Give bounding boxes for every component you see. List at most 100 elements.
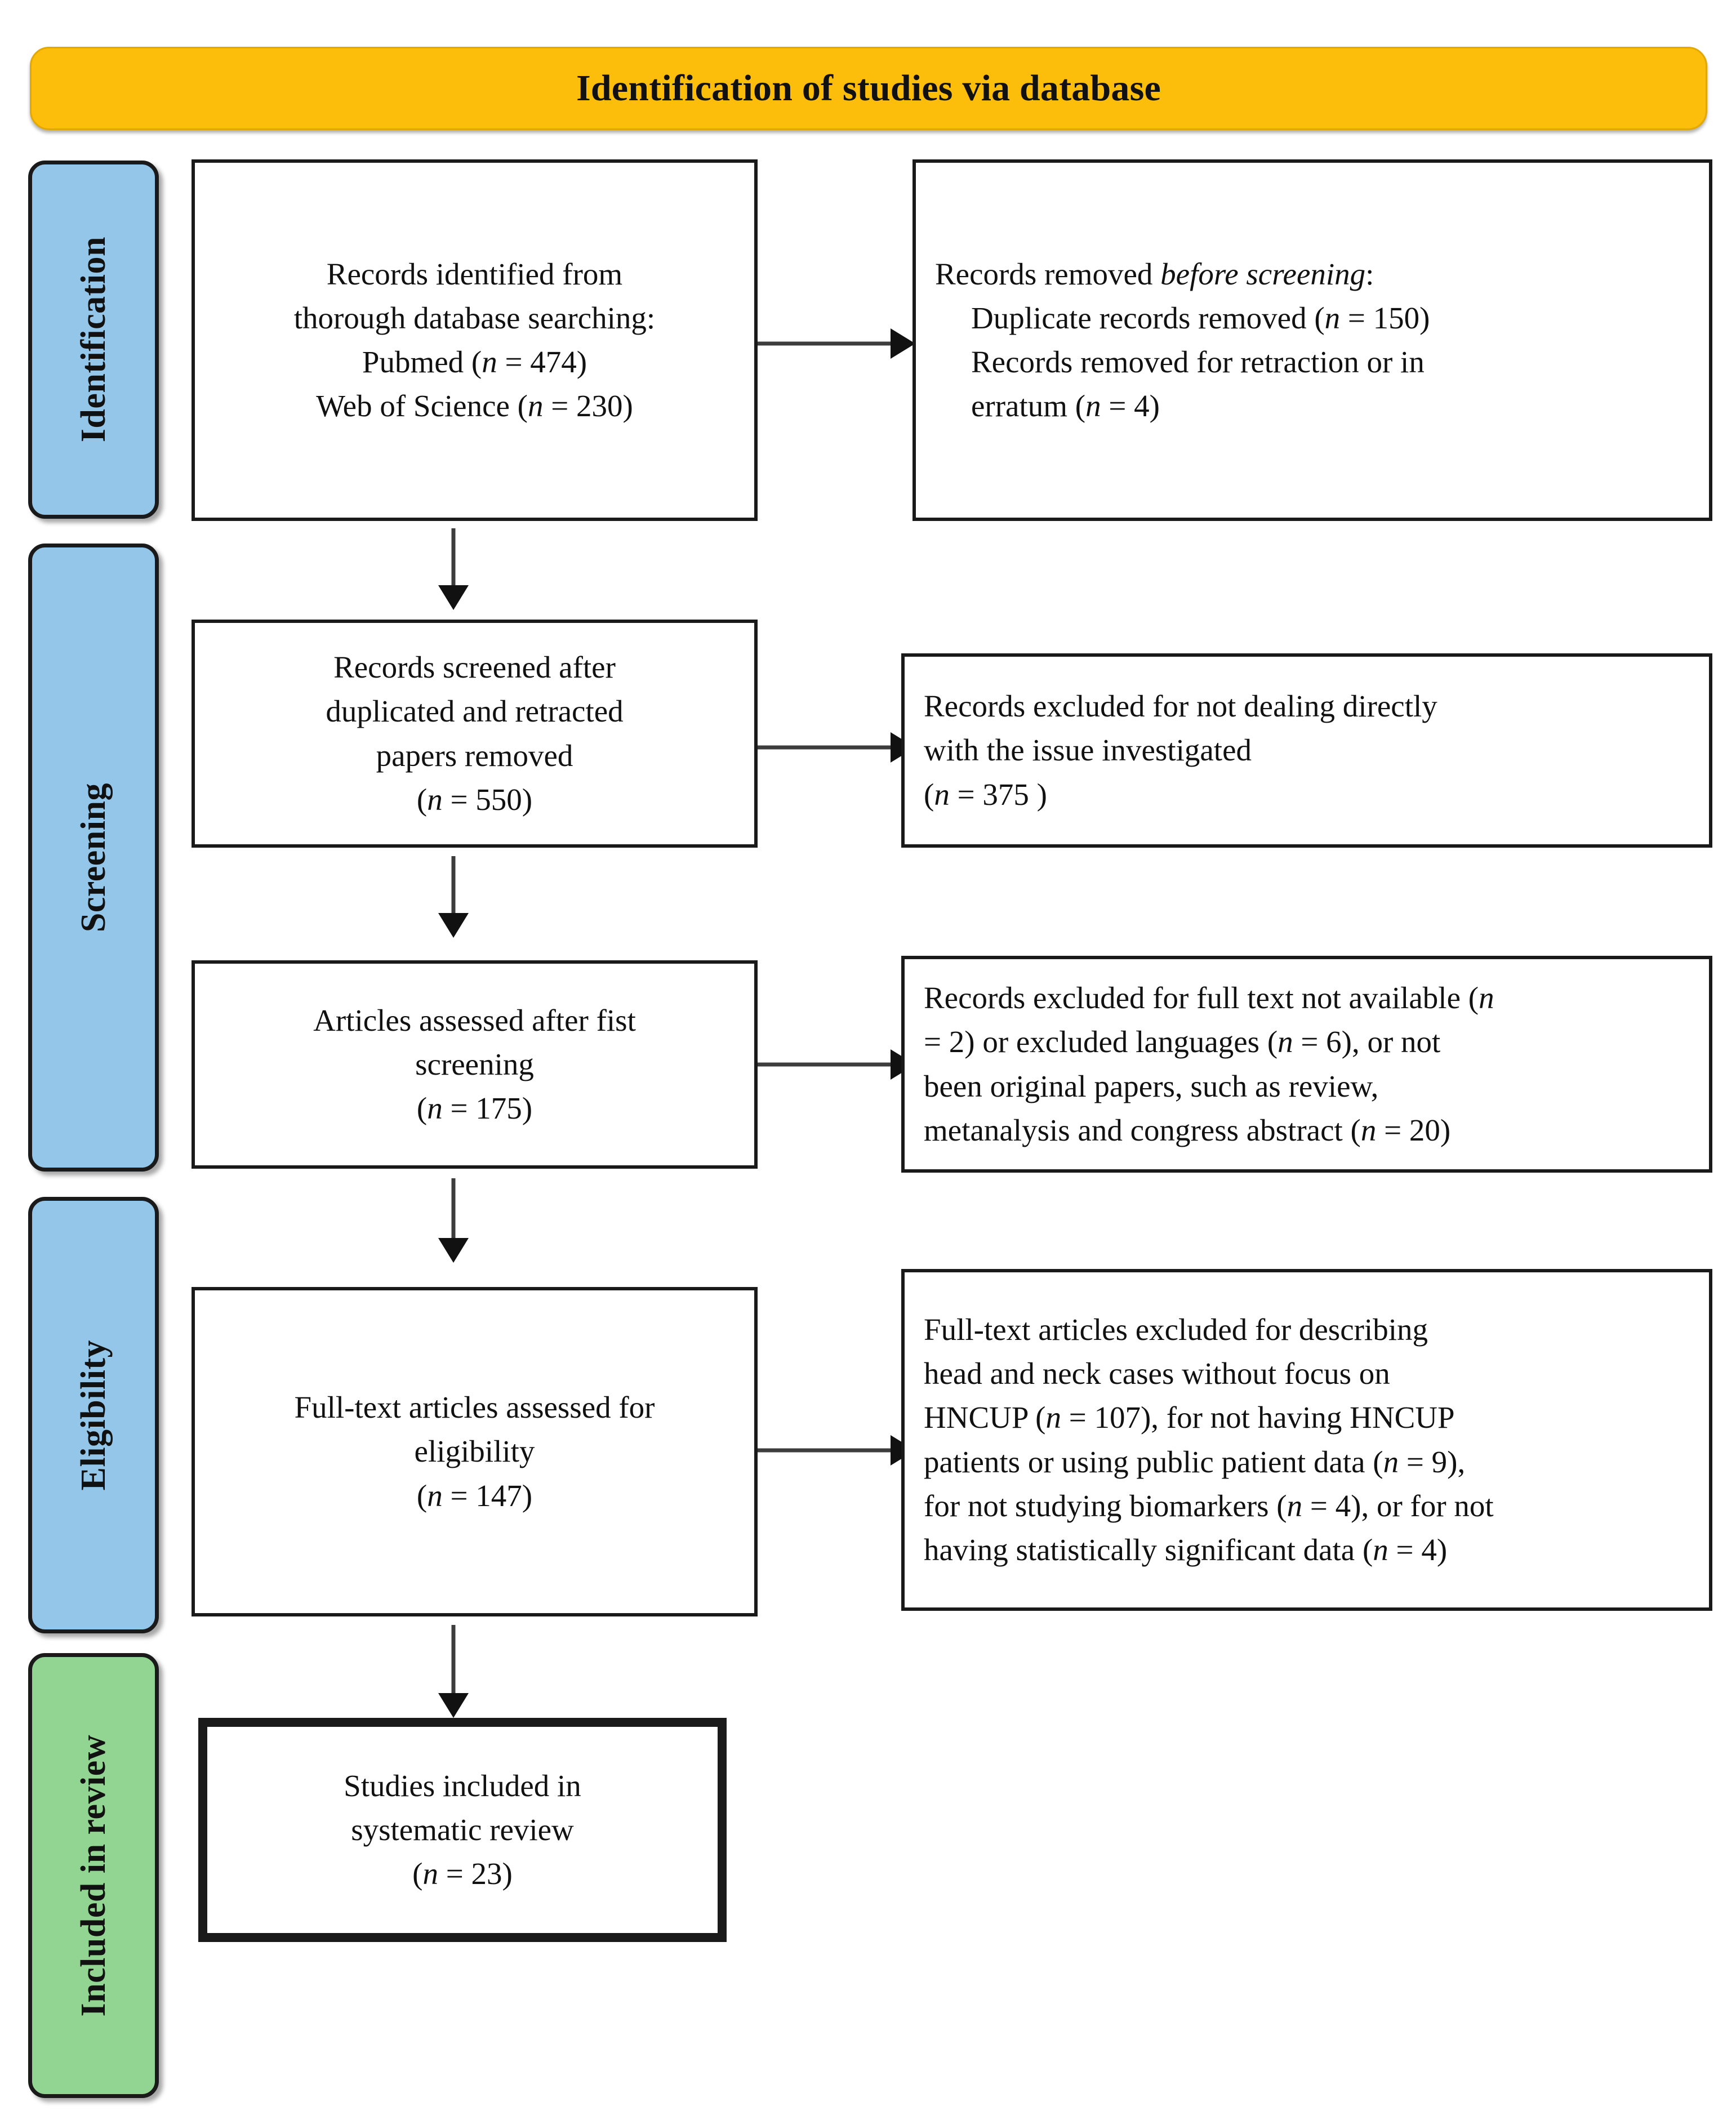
articles-assessed-line2: screening — [415, 1046, 534, 1081]
erratum-label: erratum ( — [971, 389, 1086, 424]
box-studies-included: Studies included in systematic review (n… — [198, 1718, 727, 1942]
italic-n: n — [1045, 1400, 1061, 1435]
duplicate-records-label: Duplicate records removed ( — [971, 300, 1325, 335]
italic-n: n — [1324, 300, 1341, 335]
stage-label-eligibility: Eligibility — [74, 1339, 113, 1491]
arrow-shaft — [758, 1062, 893, 1067]
records-removed-line1-end: : — [1365, 256, 1374, 291]
box-records-excluded-fulltext: Records excluded for full text not avail… — [901, 956, 1712, 1173]
duplicate-records-value: = 150) — [1340, 300, 1430, 335]
erratum-value: = 4) — [1101, 389, 1160, 424]
fulltext-assessed-line1: Full-text articles assessed for — [294, 1390, 655, 1425]
italic-n: n — [1085, 389, 1101, 424]
box-records-identified: Records identified from thorough databas… — [192, 159, 758, 521]
banner-title: Identification of studies via database — [576, 68, 1161, 109]
arrow-assessed-to-excluded-fulltext — [758, 1049, 915, 1080]
arrow-assessed-to-fulltext — [438, 1178, 469, 1263]
arrow-shaft — [451, 528, 456, 590]
arrow-shaft — [758, 1448, 893, 1453]
excluded-fulltext-line1a: Records excluded for full text not avail… — [924, 981, 1479, 1016]
italic-n: n — [1373, 1532, 1388, 1567]
stage-label-identification: Identification — [74, 237, 113, 443]
arrow-shaft — [451, 1625, 456, 1695]
arrow-head — [438, 1238, 469, 1263]
stage-bar-screening: Screening — [28, 544, 159, 1172]
excluded-fulltext-line4a: metanalysis and congress abstract ( — [924, 1112, 1361, 1147]
records-identified-line2: thorough database searching: — [293, 300, 656, 335]
records-identified-pubmed-label: Pubmed ( — [362, 345, 482, 379]
records-identified-wos-value: = 230) — [543, 389, 633, 424]
excluded-fulltext-line4b: = 20) — [1376, 1112, 1451, 1147]
records-identified-pubmed-value: = 474) — [497, 345, 587, 379]
fulltext-excluded-line5b: = 4), or for not — [1302, 1488, 1494, 1523]
excluded-issue-line1: Records excluded for not dealing directl… — [924, 689, 1437, 724]
records-removed-line1: Records removed — [935, 256, 1161, 291]
arrow-head — [438, 913, 469, 938]
records-screened-line1: Records screened after — [333, 650, 616, 685]
fulltext-excluded-line1: Full-text articles excluded for describi… — [924, 1312, 1428, 1347]
italic-n: n — [427, 1478, 443, 1513]
italic-n: n — [1277, 1025, 1293, 1059]
arrow-fulltext-to-excluded — [758, 1435, 915, 1466]
diagram-banner: Identification of studies via database — [30, 47, 1707, 130]
italic-n: n — [482, 345, 497, 379]
records-screened-line2: duplicated and retracted — [326, 694, 624, 729]
fulltext-excluded-line4b: = 9), — [1399, 1444, 1466, 1479]
fulltext-excluded-line2: head and neck cases without focus on — [924, 1356, 1390, 1391]
stage-bar-eligibility: Eligibility — [28, 1197, 159, 1633]
arrow-shaft — [758, 341, 893, 346]
arrow-shaft — [758, 745, 893, 750]
box-records-removed-before-screening: Records removed before screening: Duplic… — [912, 159, 1712, 521]
arrow-head — [891, 328, 915, 359]
stage-bar-included-in-review: Included in review — [28, 1653, 159, 2098]
excluded-issue-open-paren: ( — [924, 777, 934, 812]
excluded-issue-count: = 375 ) — [949, 777, 1047, 812]
records-screened-open-paren: ( — [416, 782, 428, 817]
records-removed-line3: Records removed for retraction or in — [971, 345, 1425, 379]
studies-included-line2: systematic review — [351, 1812, 574, 1847]
italic-n: n — [1360, 1112, 1377, 1147]
arrow-head — [438, 585, 469, 610]
italic-n: n — [1479, 981, 1494, 1016]
studies-included-open-paren: ( — [412, 1856, 423, 1891]
fulltext-excluded-line5a: for not studying biomarkers ( — [924, 1488, 1287, 1523]
italic-n: n — [427, 1091, 443, 1126]
box-fulltext-assessed: Full-text articles assessed for eligibil… — [192, 1287, 758, 1616]
articles-assessed-open-paren: ( — [416, 1091, 428, 1126]
box-records-screened: Records screened after duplicated and re… — [192, 620, 758, 848]
fulltext-excluded-line3a: HNCUP ( — [924, 1400, 1046, 1435]
fulltext-excluded-line4a: patients or using public patient data ( — [924, 1444, 1383, 1479]
records-identified-wos-label: Web of Science ( — [316, 389, 528, 424]
arrow-shaft — [451, 856, 456, 918]
italic-n: n — [1383, 1444, 1399, 1479]
arrow-head — [438, 1693, 469, 1718]
fulltext-assessed-open-paren: ( — [416, 1478, 428, 1513]
arrow-identified-to-removed — [758, 328, 915, 359]
records-screened-count: = 550) — [442, 782, 533, 817]
italic-n: n — [934, 777, 950, 812]
excluded-fulltext-line2b: = 6), or not — [1293, 1025, 1441, 1059]
arrow-screened-to-excluded — [758, 732, 915, 763]
excluded-fulltext-line3: been original papers, such as review, — [924, 1068, 1379, 1103]
fulltext-excluded-line3b: = 107), for not having HNCUP — [1061, 1400, 1455, 1435]
stage-bar-identification: Identification — [28, 161, 159, 519]
italic-n: n — [422, 1856, 438, 1891]
fulltext-excluded-line6a: having statistically significant data ( — [924, 1532, 1373, 1567]
stage-label-included-in-review: Included in review — [74, 1734, 113, 2017]
fulltext-assessed-count: = 147) — [442, 1478, 533, 1513]
studies-included-count: = 23) — [438, 1856, 513, 1891]
articles-assessed-count: = 175) — [442, 1091, 533, 1126]
arrow-identified-to-screened — [438, 528, 469, 610]
italic-n: n — [527, 389, 544, 424]
records-identified-line1: Records identified from — [326, 256, 623, 291]
studies-included-line1: Studies included in — [344, 1768, 581, 1803]
box-fulltext-excluded: Full-text articles excluded for describi… — [901, 1269, 1712, 1611]
arrow-shaft — [451, 1178, 456, 1241]
fulltext-assessed-line2: eligibility — [414, 1434, 535, 1469]
italic-n: n — [427, 782, 443, 817]
articles-assessed-line1: Articles assessed after fist — [313, 1003, 636, 1037]
records-removed-before-screening-em: before screening — [1160, 256, 1366, 291]
excluded-issue-line2: with the issue investigated — [924, 733, 1252, 768]
records-screened-line3: papers removed — [376, 738, 573, 773]
